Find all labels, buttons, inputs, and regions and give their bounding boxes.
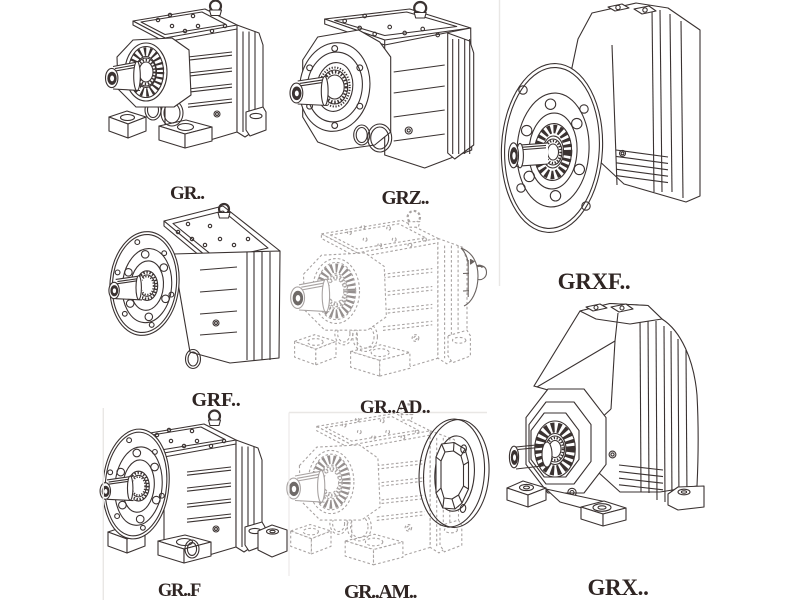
svg-text:GRXF..: GRXF.. [558,269,631,294]
svg-text:GR..AM..: GR..AM.. [344,581,418,600]
svg-text:GRF..: GRF.. [192,389,241,411]
svg-text:GRX..: GRX.. [587,575,648,600]
svg-text:GR..F: GR..F [158,581,201,600]
svg-text:GRZ..: GRZ.. [381,188,429,209]
svg-text:GR..: GR.. [170,183,204,204]
svg-text:GR..AD..: GR..AD.. [360,397,430,418]
